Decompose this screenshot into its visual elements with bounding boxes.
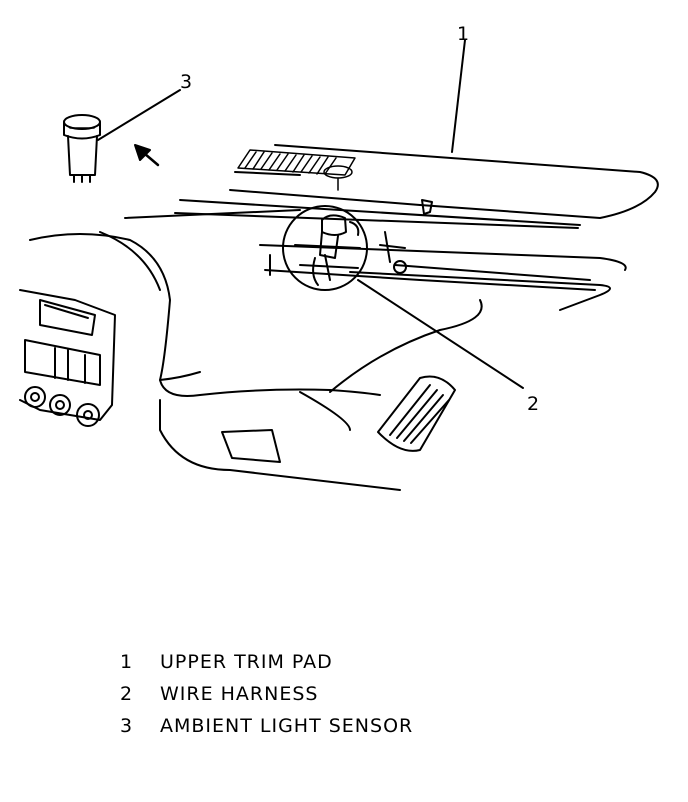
leader-line-1 [452, 40, 465, 152]
legend-label: UPPER TRIM PAD [160, 651, 333, 673]
legend-label: WIRE HARNESS [160, 683, 319, 705]
legend-number: 3 [120, 715, 134, 737]
legend-item: 2 WIRE HARNESS [120, 678, 413, 710]
legend: 1 UPPER TRIM PAD 2 WIRE HARNESS 3 AMBIENT L… [120, 646, 413, 742]
leader-line-3 [98, 90, 180, 140]
legend-item: 1 UPPER TRIM PAD [120, 646, 413, 678]
dashboard-body [20, 200, 626, 490]
detail-circle [283, 206, 367, 290]
ambient-light-sensor [64, 115, 100, 182]
upper-trim-pad [230, 145, 658, 218]
legend-label: AMBIENT LIGHT SENSOR [160, 715, 414, 737]
callout-3: 3 [180, 71, 192, 93]
glove-box-handle [222, 430, 280, 462]
legend-number: 1 [120, 651, 134, 673]
speaker-grille [238, 150, 355, 175]
direction-arrow-icon [135, 145, 158, 165]
legend-item: 3 AMBIENT LIGHT SENSOR [120, 710, 413, 742]
callout-2: 2 [527, 393, 539, 415]
leader-line-2 [358, 280, 523, 388]
callout-1: 1 [457, 23, 469, 45]
sensor-opening [324, 166, 352, 190]
air-vent [378, 377, 455, 451]
legend-number: 2 [120, 683, 134, 705]
